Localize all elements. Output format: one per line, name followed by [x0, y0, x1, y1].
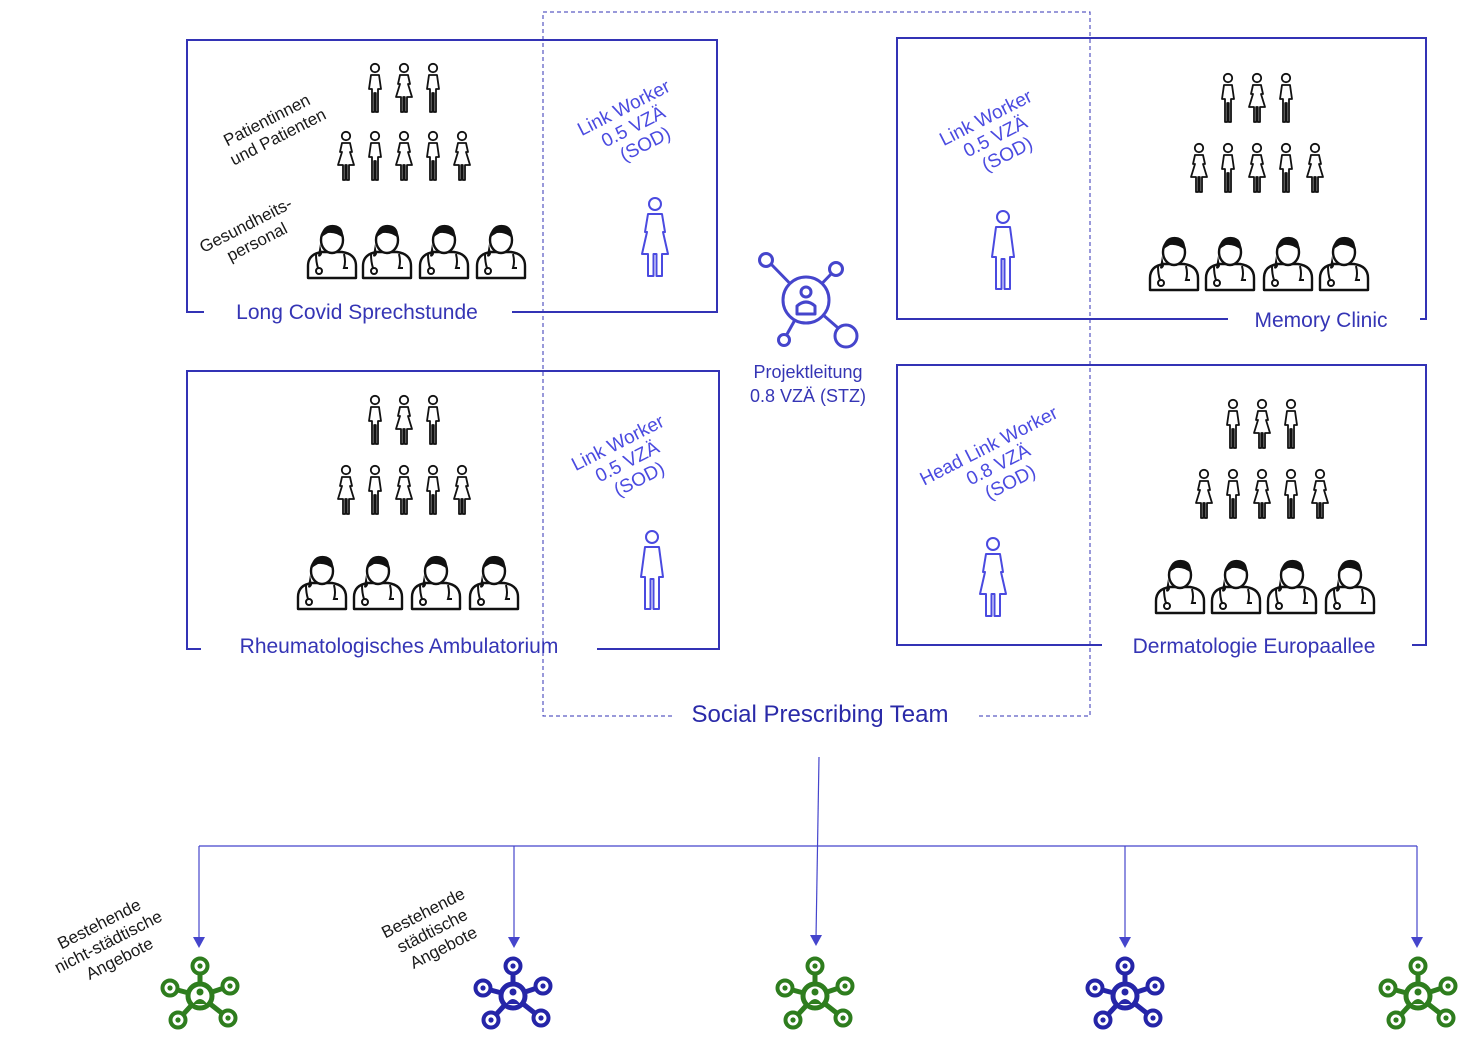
offer-network-icon	[1378, 956, 1458, 1030]
offer-network-icon	[1085, 956, 1165, 1030]
patients-group-long-covid	[337, 62, 471, 181]
patients-group-rheuma	[337, 394, 471, 515]
link-worker-label-1: Link Worker 0.5 VZÄ (SOD)	[574, 74, 697, 178]
link-worker-icon	[991, 210, 1015, 290]
connector-lines	[198, 756, 1418, 940]
staff-group-memory	[1148, 235, 1370, 292]
patients-group-dermatology	[1195, 398, 1329, 519]
patients-label: Patientinnen und Patienten	[218, 87, 329, 169]
offer-network-icon	[775, 956, 855, 1030]
team-label: Social Prescribing Team	[691, 701, 948, 728]
staff-group-long-covid	[306, 223, 527, 280]
clinic-name-memory: Memory Clinic	[1254, 309, 1387, 332]
offer-label-non-city: Bestehende nicht-städtische Angebote	[42, 887, 178, 995]
clinic-frame-rheuma	[186, 370, 720, 650]
staff-label: Gesundheits- personal	[196, 192, 308, 275]
patients-group-memory	[1190, 72, 1324, 193]
clinic-frame-long-covid	[186, 39, 718, 313]
clinic-name-rheuma: Rheumatologisches Ambulatorium	[240, 635, 559, 658]
clinic-frame-memory	[896, 37, 1427, 320]
offer-network-icon	[160, 956, 240, 1030]
head-link-worker-icon	[979, 537, 1007, 617]
staff-group-dermatology	[1154, 558, 1376, 615]
link-worker-label-3: Link Worker 0.5 VZÄ (SOD)	[568, 409, 691, 513]
link-worker-icon	[640, 530, 664, 610]
staff-group-rheuma	[296, 554, 520, 611]
clinic-frame-dermatology	[896, 364, 1427, 646]
link-worker-label-2: Link Worker 0.5 VZÄ (SOD)	[936, 84, 1059, 188]
clinic-name-long-covid: Long Covid Sprechstunde	[236, 301, 478, 324]
project-lead-network-icon	[758, 252, 859, 349]
project-lead-fte: 0.8 VZÄ (STZ)	[750, 386, 866, 406]
offer-label-city: Bestehende städtische Angebote	[378, 882, 490, 978]
connector-arrowheads	[193, 935, 1423, 948]
project-lead-title: Projektleitung	[753, 362, 862, 382]
team-frame	[542, 11, 1091, 717]
link-worker-label-4: Head Link Worker 0.8 VZÄ (SOD)	[917, 400, 1085, 527]
offer-icons	[160, 956, 1458, 1030]
link-worker-icon	[641, 197, 669, 277]
clinic-name-dermatology: Dermatologie Europaallee	[1133, 635, 1376, 658]
offer-network-icon	[473, 956, 553, 1030]
